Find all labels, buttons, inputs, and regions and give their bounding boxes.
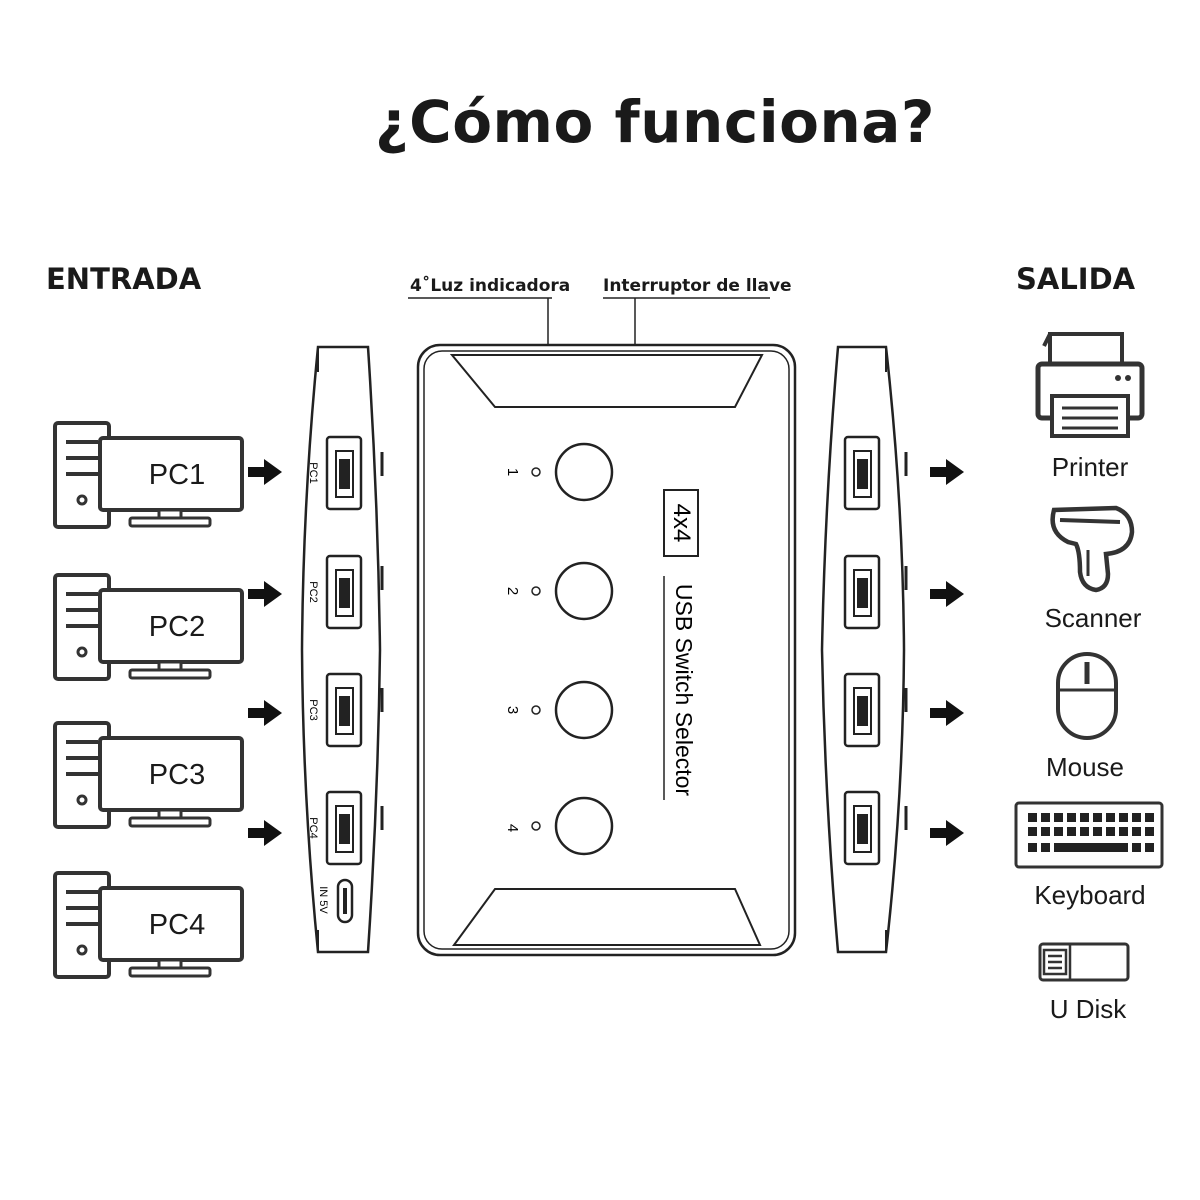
arrow-in-2 (248, 581, 282, 607)
switch-top-view (416, 343, 797, 957)
power-port-label: IN 5V (317, 886, 329, 914)
arrow-out-1 (930, 459, 964, 485)
output-side-panel (820, 345, 908, 954)
output-section-label: SALIDA (1016, 262, 1136, 296)
arrow-out-2 (930, 581, 964, 607)
port-label-pc3: PC3 (307, 699, 319, 720)
usb-disk-icon (1038, 942, 1130, 982)
input-side-panel (300, 345, 384, 954)
computer-icon (53, 573, 244, 681)
device-label-mouse: Mouse (1045, 752, 1125, 782)
arrow-in-3 (248, 700, 282, 726)
device-label-u-disk: U Disk (1049, 994, 1127, 1024)
pc-label-1: PC1 (148, 459, 206, 491)
input-section-label: ENTRADA (46, 262, 202, 296)
page-title: ¿Cómo funciona? (374, 88, 936, 156)
port-label-pc1: PC1 (307, 462, 319, 483)
device-label-scanner: Scanner (1044, 603, 1142, 633)
key-switch-callout: Interruptor de llave (603, 276, 792, 296)
pc-label-3: PC3 (148, 759, 206, 791)
port-label-pc4: PC4 (307, 817, 319, 838)
button-number-2: 2 (504, 587, 521, 595)
button-number-1: 1 (504, 468, 521, 476)
device-label-keyboard: Keyboard (1034, 880, 1146, 910)
arrow-in-1 (248, 459, 282, 485)
port-label-pc2: PC2 (307, 581, 319, 602)
pc-icon-2: PC2 (52, 572, 252, 682)
button-number-4: 4 (504, 824, 521, 832)
button-number-3: 3 (504, 706, 521, 714)
device-label-printer: Printer (1051, 452, 1129, 482)
arrow-out-4 (930, 820, 964, 846)
arrow-out-3 (930, 700, 964, 726)
pc-icon-1: PC1 (52, 420, 252, 530)
pc-label-2: PC2 (148, 611, 206, 643)
pc-icon-3: PC3 (52, 720, 252, 830)
computer-icon (53, 421, 244, 529)
keyboard-icon (1014, 801, 1164, 869)
switch-badge: 4x4 (668, 504, 695, 543)
arrow-in-4 (248, 820, 282, 846)
scanner-icon (1050, 505, 1135, 593)
mouse-icon (1056, 652, 1118, 740)
indicator-light-callout: 4˚Luz indicadora (410, 276, 571, 296)
computer-icon (53, 721, 244, 829)
pc-label-4: PC4 (148, 909, 206, 941)
computer-icon (53, 871, 244, 979)
switch-name: USB Switch Selector (671, 584, 697, 797)
pc-icon-4: PC4 (52, 870, 252, 980)
printer-icon (1035, 332, 1145, 438)
